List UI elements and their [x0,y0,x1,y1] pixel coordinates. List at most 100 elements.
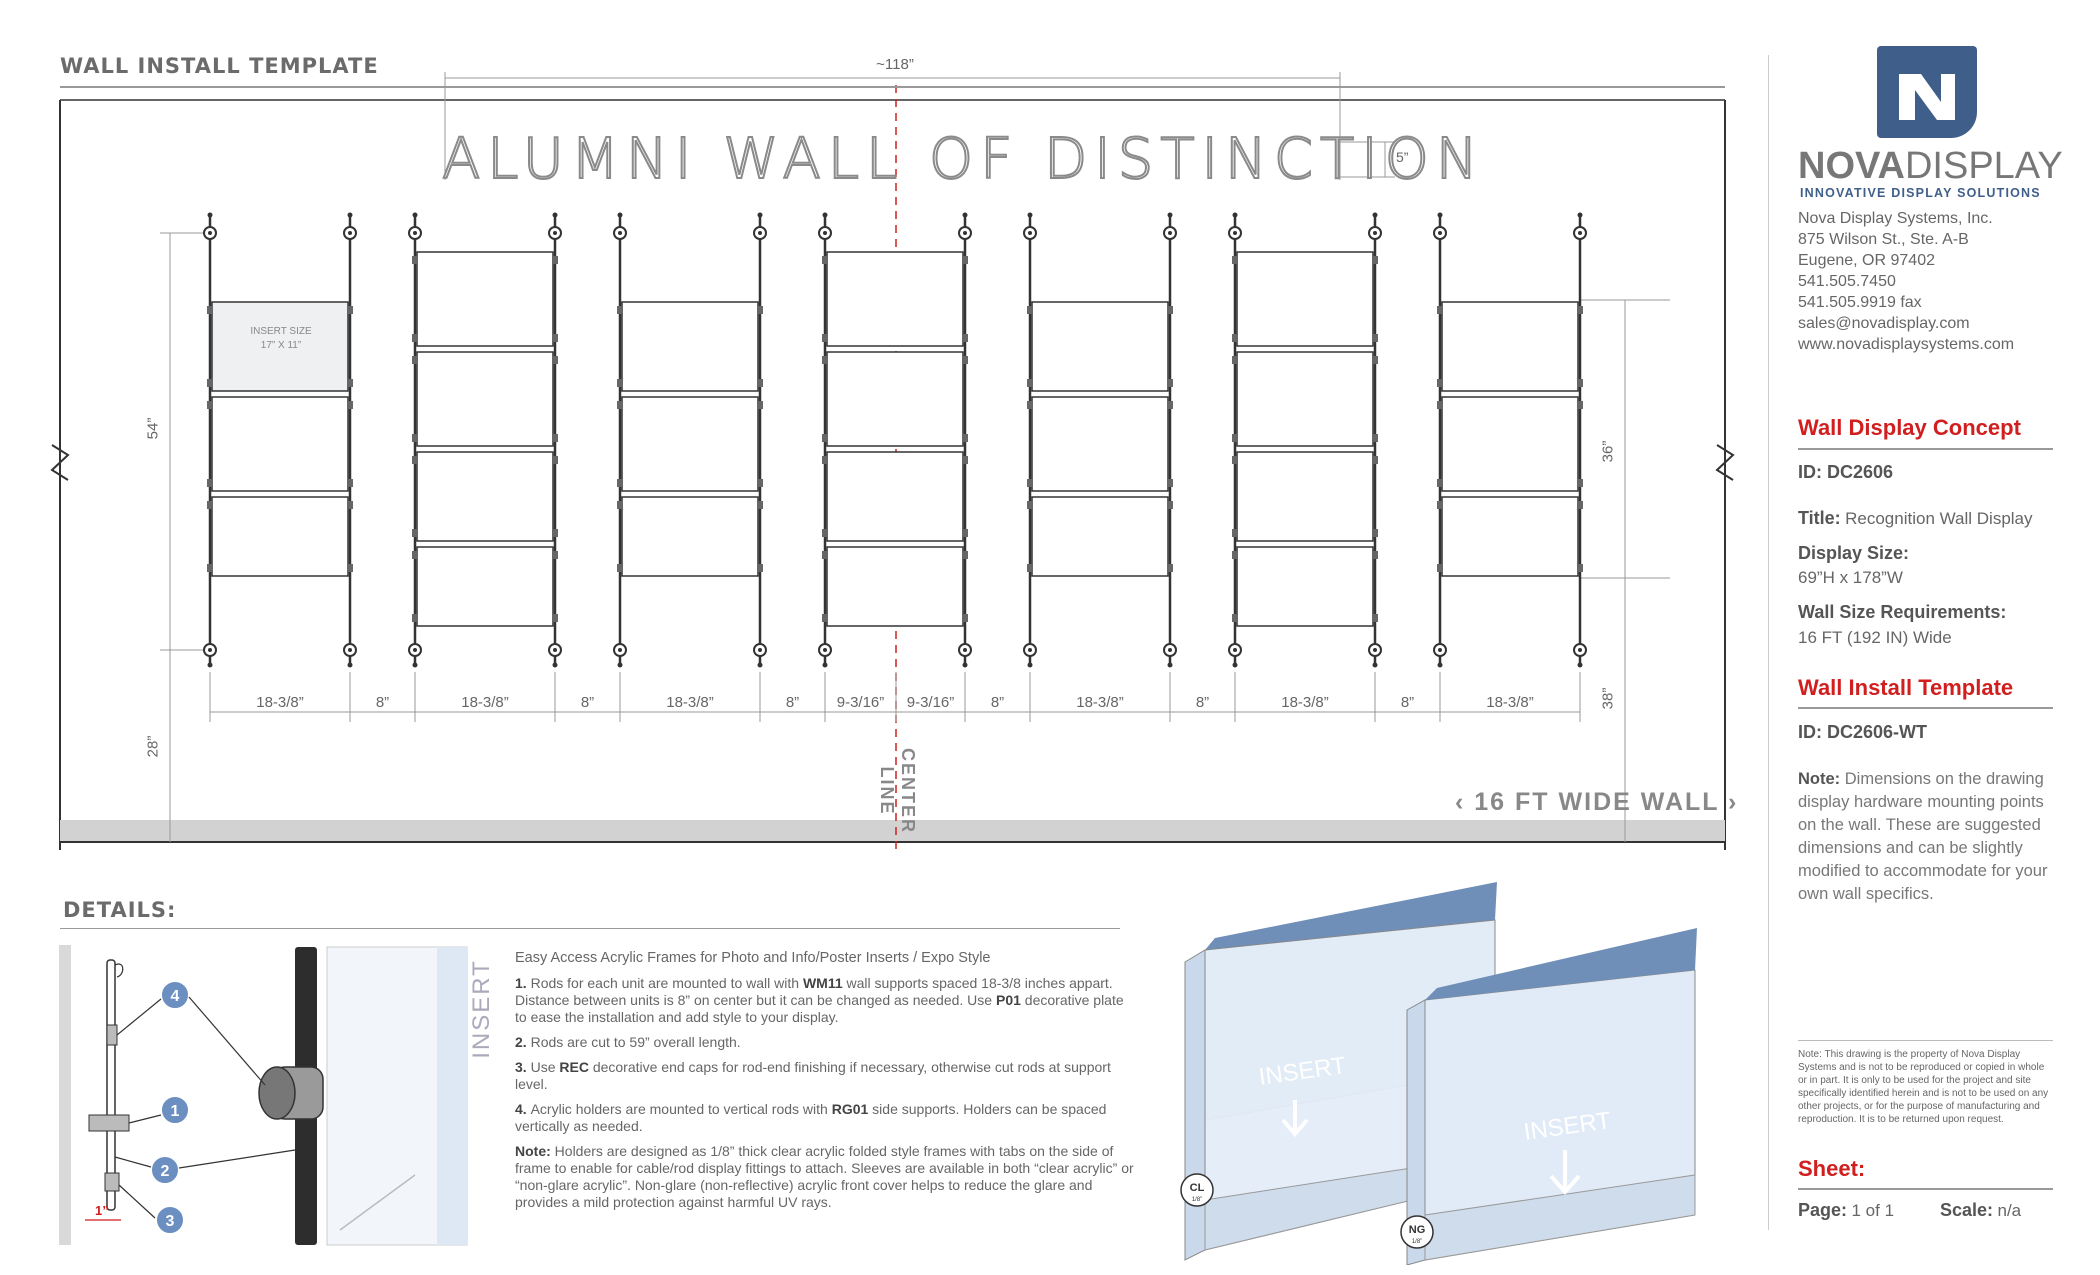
width-dim-label: 18-3/8” [459,694,511,711]
center-line-label: CENTER LINE [877,747,918,834]
display-title: ALUMNI WALL OF DISTINCTION [441,126,1485,193]
display-unit [408,212,562,668]
acrylic-holder [826,351,964,447]
address-line: www.novadisplaysystems.com [1798,336,2015,353]
acrylic-holder [621,301,759,392]
display-unit [1023,212,1177,668]
company-address: Nova Display Systems, Inc.875 Wilson St.… [1798,208,2014,355]
width-dim-label: 9-3/16” [834,694,887,711]
badge-clear-sub: 1/8” [1192,1197,1202,1203]
address-line: 541.505.9919 fax [1798,294,1922,311]
display-unit [203,212,357,668]
badge-nonglare-sub: 1/8” [1412,1239,1422,1245]
acrylic-holder [1236,251,1374,347]
acrylic-frames-illustration: INSERT INSERT CL 1/8” NG 1/8” [1180,882,1697,1265]
template-id: ID: DC2606-WT [1798,722,1928,742]
display-title-field: Title: Recognition Wall Display [1798,508,2033,528]
page-field: Page: 1 of 1 [1798,1200,1895,1220]
acrylic-holder [416,546,554,627]
width-dim-label: 18-3/8” [664,694,716,711]
acrylic-holder [416,351,554,447]
overall-width-dim: ~118” [845,56,945,73]
wall-req-label: Wall Size Requirements: [1798,602,2007,622]
floor-band [60,820,1725,842]
details-note: Note: Holders are designed as 1/8” thick… [515,1143,1134,1210]
width-dim-label: 18-3/8” [1279,694,1331,711]
callout-number: 3 [166,1213,175,1230]
display-units [203,212,1587,668]
floor-height-dim: 28” [144,735,162,758]
dimension-ticks [209,672,1581,722]
scale-field: Scale: n/a [1940,1200,2022,1220]
sidebar-divider [1768,55,1769,1230]
acrylic-holder [1236,451,1374,542]
acrylic-holder [416,451,554,542]
acrylic-holder [211,301,349,392]
brand-tagline: INNOVATIVE DISPLAY SOLUTIONS [1800,186,2041,200]
nova-logo-icon [1877,46,1977,138]
acrylic-holder [1031,496,1169,577]
details-note-item: 1. Rods for each unit are mounted to wal… [515,975,1124,1025]
acrylic-holder [826,546,964,627]
concept-heading: Wall Display Concept [1798,415,2021,440]
display-size-value: 69”H x 178”W [1798,568,1903,587]
template-section-heading: Wall Install Template [1798,675,2014,700]
wall-width-label: ‹ 16 FT WIDE WALL › [1455,788,1739,816]
display-unit [1433,212,1587,668]
width-dim-label: 8” [1398,694,1417,711]
disclaimer: Note: This drawing is the property of No… [1798,1049,2049,1125]
address-line: Eugene, OR 97402 [1798,252,1935,269]
right-height-dim: 36” [1599,440,1617,463]
details-notes: 1. Rods for each unit are mounted to wal… [515,975,1135,1135]
width-dim-label: 8” [578,694,597,711]
display-unit [818,212,972,668]
width-dim-label: 8” [1193,694,1212,711]
callout-number: 4 [171,988,180,1005]
details-text: Easy Access Acrylic Frames for Photo and… [515,950,1135,1211]
details-rule [60,928,1120,929]
concept-rule [1798,448,2053,450]
width-dim-label: 8” [988,694,1007,711]
disclaimer-rule [1798,1040,2053,1041]
details-intro: Easy Access Acrylic Frames for Photo and… [515,950,991,966]
width-dim-label: 8” [783,694,802,711]
details-heading: DETAILS: [63,898,177,922]
acrylic-holder [1441,301,1579,392]
unit-height-dim: 54” [144,417,162,440]
width-dim-label: 18-3/8” [254,694,306,711]
acrylic-holder [621,496,759,577]
acrylic-holder [211,496,349,577]
detail-insert-label: INSERT [467,959,495,1059]
title-height-dim: 5” [1396,149,1409,165]
acrylic-holder [1441,496,1579,577]
acrylic-holder [826,251,964,347]
display-unit [613,212,767,668]
brand-name: NOVADISPLAY [1798,145,2063,187]
offset-dim: 1” [95,1203,109,1218]
details-note-item: 2. Rods are cut to 59” overall length. [515,1034,741,1050]
acrylic-holder [1441,396,1579,492]
width-dim-label: 9-3/16” [904,694,957,711]
width-dim-label: 18-3/8” [1074,694,1126,711]
acrylic-holder [1236,351,1374,447]
acrylic-holder [826,451,964,542]
details-note-item: 4. Acrylic holders are mounted to vertic… [515,1101,1107,1134]
acrylic-holder [1031,396,1169,492]
acrylic-holder [416,251,554,347]
acrylic-holder [1236,546,1374,627]
details-note-item: 3. Use REC decorative end caps for rod-e… [515,1059,1111,1092]
width-dim-label: 8” [373,694,392,711]
right-floor-dim: 38” [1599,687,1617,710]
badge-clear-code: CL [1190,1182,1205,1194]
sheet-rule [1798,1188,2053,1190]
arrow-left-icon: ‹ [1455,788,1475,816]
template-heading: WALL INSTALL TEMPLATE [60,54,379,78]
insert-size-label: INSERT SIZE 17” X 11” [250,326,312,351]
address-line: sales@novadisplay.com [1798,315,1970,332]
acrylic-holder [211,396,349,492]
address-line: 541.505.7450 [1798,273,1896,290]
heading-rule [60,86,1725,88]
concept-id: ID: DC2606 [1798,462,1894,482]
wall-req-value: 16 FT (192 IN) Wide [1798,628,1952,647]
address-line: 875 Wilson St., Ste. A-B [1798,231,1969,248]
